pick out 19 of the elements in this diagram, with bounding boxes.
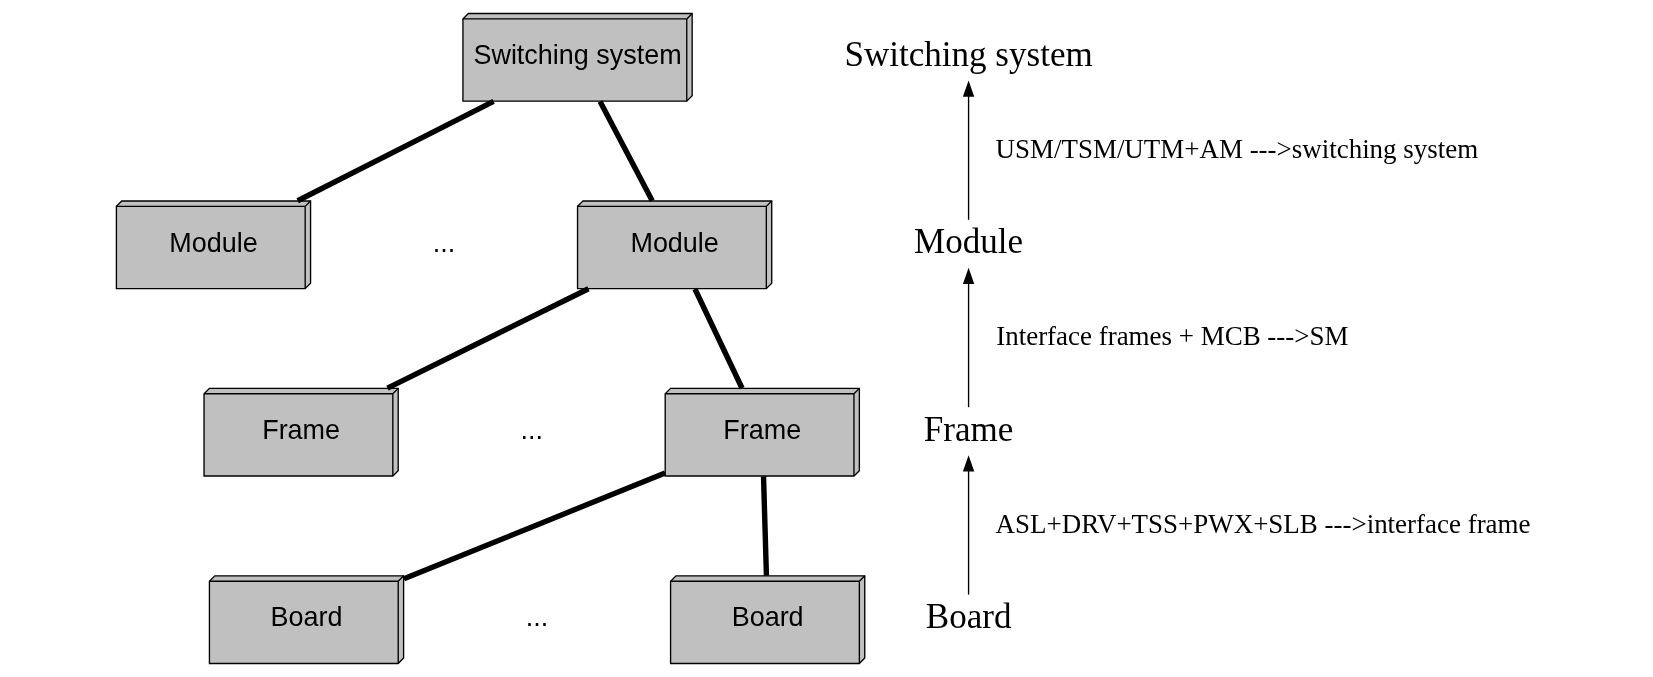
edge-label: Interface frames + MCB --->SM [995, 321, 1348, 352]
edge-label: ASL+DRV+TSS+PWX+SLB --->interface frame [995, 508, 1530, 539]
label: ... [432, 227, 455, 258]
connector [760, 476, 769, 576]
node-text: Board [925, 597, 1011, 637]
node-text: Frame [923, 409, 1013, 449]
connector [597, 100, 655, 203]
node-text: Module [913, 222, 1023, 262]
arrow [962, 80, 974, 221]
edge-label: USM/TSM/UTM+AM --->switching system [995, 133, 1478, 164]
connector [295, 98, 495, 204]
label: ... [525, 602, 548, 633]
connector [692, 287, 744, 390]
arrow [962, 455, 974, 596]
node-text: Switching system [843, 34, 1093, 74]
connector [385, 286, 590, 391]
connector [402, 470, 666, 582]
label: ... [519, 414, 543, 445]
arrow [962, 267, 974, 408]
